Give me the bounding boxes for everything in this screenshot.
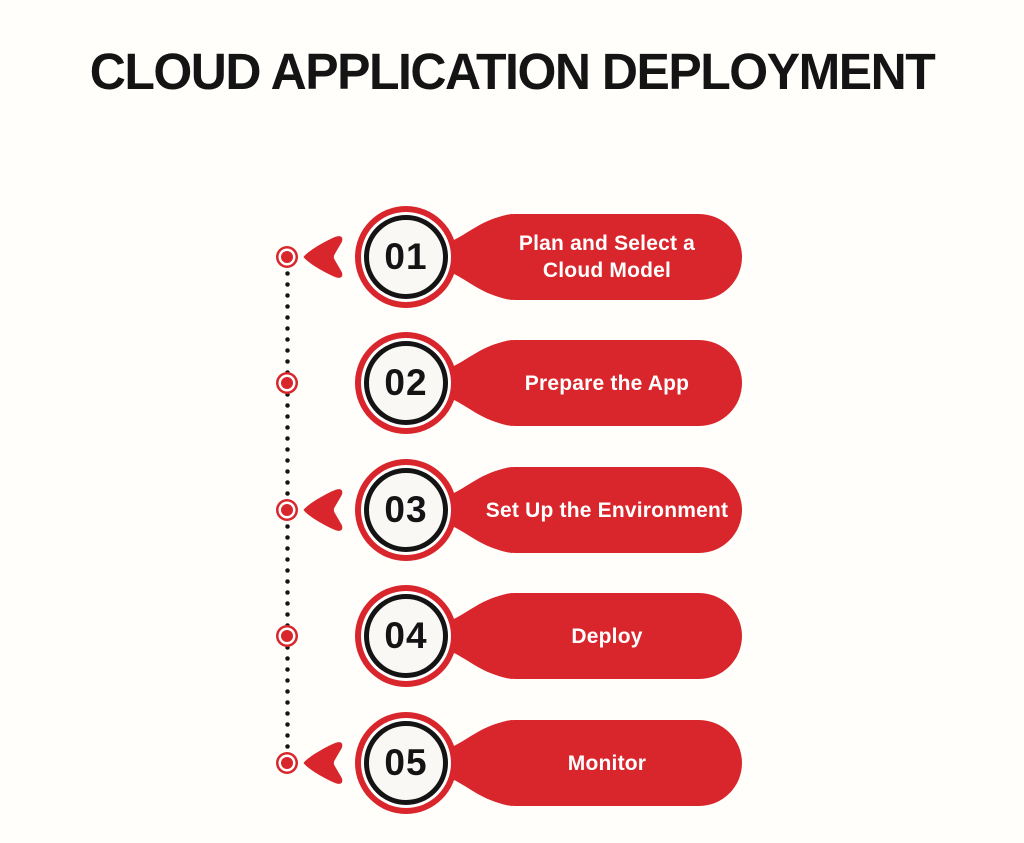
left-arrowhead-icon xyxy=(303,742,343,784)
step-number-disc: 02 xyxy=(364,341,448,425)
step-row-4: Deploy 04 xyxy=(270,581,750,691)
left-arrowhead-icon xyxy=(303,236,343,278)
step-number: 02 xyxy=(384,362,428,403)
step-label-pill: Prepare the App xyxy=(472,340,742,426)
bullseye-dot-icon xyxy=(281,630,293,642)
step-row-2: Prepare the App 02 xyxy=(270,328,750,438)
step-label: Deploy xyxy=(571,624,643,648)
step-number-circle: 05 xyxy=(355,712,457,814)
bullseye-dot-icon xyxy=(281,251,293,263)
step-number: 04 xyxy=(384,615,428,656)
step-number: 01 xyxy=(384,236,428,277)
step-number-disc: 05 xyxy=(364,721,448,805)
step-number-circle: 01 xyxy=(355,206,457,308)
step-number-circle: 02 xyxy=(355,332,457,434)
left-arrowhead-icon xyxy=(303,489,343,531)
step-label-pill: Deploy xyxy=(472,593,742,679)
step-number-disc: 03 xyxy=(364,468,448,552)
step-label-pill: Monitor xyxy=(472,720,742,806)
step-number: 05 xyxy=(384,742,428,783)
step-number-disc: 04 xyxy=(364,594,448,678)
step-number-disc: 01 xyxy=(364,215,448,299)
step-number-circle: 04 xyxy=(355,585,457,687)
step-row-3: Set Up the Environment 03 xyxy=(270,455,750,565)
step-label: Prepare the App xyxy=(524,371,690,395)
step-label: Plan and Select a Cloud Model xyxy=(518,232,696,282)
step-number: 03 xyxy=(384,489,428,530)
step-row-1: Plan and Select a Cloud Model 01 xyxy=(270,202,750,312)
page-title: CLOUD APPLICATION DEPLOYMENT xyxy=(89,43,936,100)
step-label: Monitor xyxy=(567,751,647,775)
bullseye-dot-icon xyxy=(281,504,293,516)
step-label-pill: Plan and Select a Cloud Model xyxy=(472,214,742,300)
bullseye-dot-icon xyxy=(281,377,293,389)
step-row-5: Monitor 05 xyxy=(270,708,750,818)
bullseye-dot-icon xyxy=(281,757,293,769)
step-number-circle: 03 xyxy=(355,459,457,561)
step-label: Set Up the Environment xyxy=(485,498,729,522)
step-label-pill: Set Up the Environment xyxy=(472,467,742,553)
